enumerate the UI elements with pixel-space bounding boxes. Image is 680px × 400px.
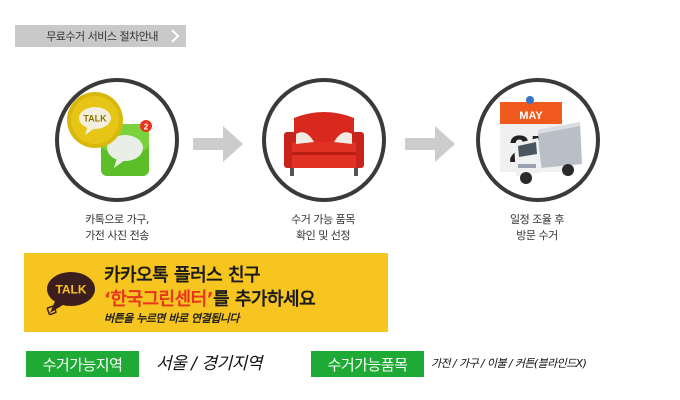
step-3-caption-line2: 방문 수거 — [516, 229, 558, 242]
step-1-caption: 카톡으로 가구, 가전 사진 전송 — [37, 212, 197, 244]
banner-line2-rest: 를 추가하세요 — [213, 289, 316, 310]
kakao-plus-friend-banner[interactable]: TALK 카카오톡 플러스 친구 ‘한국그린센터’를 추가하세요 버튼을 누르면… — [24, 253, 388, 332]
step-3-caption-line1: 일정 조율 후 — [509, 213, 565, 226]
banner-line1: 카카오톡 플러스 친구 — [104, 265, 261, 286]
area-value: 서울 / 경기지역 — [156, 354, 262, 374]
svg-text:2: 2 — [144, 123, 149, 132]
svg-text:TALK: TALK — [55, 283, 86, 297]
header-title: 무료수거 서비스 절차안내 — [46, 30, 158, 43]
red-sofa-icon — [284, 112, 364, 176]
step-3-circle: MAY 25 — [476, 78, 600, 202]
arrow-right-icon — [405, 126, 455, 162]
step-1-circle: 2 TALK — [55, 78, 179, 202]
banner-channel-name: ‘한국그린센터’ — [104, 289, 214, 310]
kakaotalk-logo-icon: TALK — [46, 272, 95, 316]
arrow-right-icon — [193, 126, 243, 162]
step-2-circle — [262, 78, 386, 202]
step-2-caption: 수거 가능 품목 확인 및 선정 — [243, 212, 403, 244]
step-2-caption-line1: 수거 가능 품목 — [291, 213, 355, 226]
banner-line2: ‘한국그린센터’를 추가하세요 — [104, 285, 316, 311]
calendar-truck-icon: MAY 25 — [500, 96, 582, 184]
step-3-caption: 일정 조율 후 방문 수거 — [457, 212, 617, 244]
step-1-caption-line2: 가전 사진 전송 — [85, 229, 149, 242]
area-label: 수거가능지역 — [26, 351, 139, 377]
service-guide-header[interactable]: 무료수거 서비스 절차안내 — [15, 25, 186, 47]
items-value: 가전 / 가구 / 이불 / 커튼(블라인드X) — [431, 357, 587, 370]
banner-line3: 버튼을 누르면 바로 연결됩니다 — [104, 312, 240, 325]
svg-text:TALK: TALK — [83, 114, 107, 124]
chevron-right-icon — [171, 29, 180, 43]
kakaotalk-message-icon: 2 TALK — [67, 92, 152, 176]
step-2-caption-line2: 확인 및 선정 — [295, 229, 351, 242]
svg-text:MAY: MAY — [519, 110, 543, 122]
items-label: 수거가능품목 — [311, 351, 424, 377]
step-1-caption-line1: 카톡으로 가구, — [85, 213, 149, 226]
